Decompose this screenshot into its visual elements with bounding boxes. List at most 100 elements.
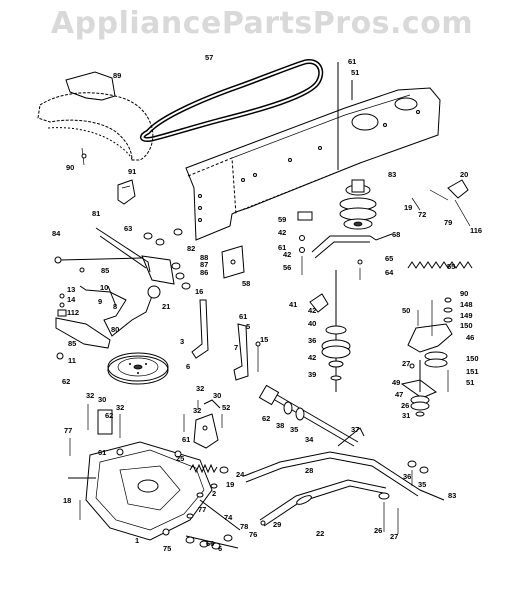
callout-c39: 39: [308, 370, 316, 379]
callout-c89: 89: [113, 71, 121, 80]
callout-c50: 50: [402, 306, 410, 315]
callout-c31: 31: [402, 411, 410, 420]
callout-c19a: 19: [404, 203, 412, 212]
callout-c116: 116: [470, 226, 482, 235]
fender-body: [37, 71, 154, 166]
callout-c1: 1: [135, 536, 139, 545]
engine-pulley-assembly: [337, 62, 377, 230]
callout-c83b: 83: [448, 491, 456, 500]
callout-c36b: 36: [403, 472, 411, 481]
callout-c76: 76: [249, 530, 257, 539]
callout-c75: 75: [163, 544, 171, 553]
callout-c25: 25: [176, 454, 184, 463]
callout-c30b: 30: [213, 391, 221, 400]
callout-c80: 80: [111, 325, 119, 334]
right-idler-assembly: [400, 297, 453, 417]
callout-c8: 8: [113, 302, 117, 311]
clutch-rod-assembly: [54, 227, 191, 290]
callout-c6b: 6: [218, 544, 222, 553]
callout-c51b: 51: [466, 378, 474, 387]
callout-c83: 83: [388, 170, 396, 179]
callout-c61d: 61: [98, 448, 106, 457]
callout-c85a: 85: [101, 266, 109, 275]
frame-channel: [185, 87, 441, 241]
callout-c11: 11: [68, 356, 76, 365]
callout-c62b: 62: [105, 411, 113, 420]
callout-c148: 148: [460, 300, 473, 309]
callout-c20a: 20: [460, 170, 468, 179]
callout-c7: 7: [234, 343, 238, 352]
callout-c90b: 90: [460, 289, 468, 298]
callout-c84: 84: [52, 229, 61, 238]
callout-c88: 88: [200, 253, 208, 262]
idler-arm-68: [297, 211, 393, 280]
rod-end-assembly: [378, 460, 429, 534]
callout-c46: 46: [466, 333, 474, 342]
callout-c32a: 32: [86, 391, 94, 400]
cross-shaft: [258, 384, 365, 447]
callout-c85b: 85: [68, 339, 76, 348]
callout-c79: 79: [444, 218, 452, 227]
callout-c26b: 26: [374, 526, 382, 535]
axle-hardware: [185, 513, 239, 550]
callout-c77b: 77: [198, 505, 206, 514]
callout-c63: 63: [124, 224, 132, 233]
callout-c90: 90: [66, 163, 74, 172]
callout-c72: 72: [418, 210, 426, 219]
callout-c49: 49: [392, 378, 400, 387]
callout-c56: 56: [283, 263, 291, 272]
callout-c42d: 42: [308, 353, 316, 362]
callout-c47: 47: [395, 390, 403, 399]
callout-c150a: 150: [460, 321, 473, 330]
spring-55: [407, 261, 473, 269]
spring-25: [189, 463, 229, 498]
drive-belt: [140, 59, 324, 142]
callout-c32b: 32: [116, 403, 124, 412]
callout-c150b: 150: [466, 354, 479, 363]
callout-c57: 57: [205, 53, 213, 62]
callout-c91: 91: [128, 167, 136, 176]
callout-c3: 3: [180, 337, 184, 346]
callout-c62a: 62: [62, 377, 70, 386]
callout-c14: 14: [67, 295, 76, 304]
transmission-unit: [68, 404, 241, 541]
callout-c21: 21: [162, 302, 170, 311]
callout-c55: 55: [447, 262, 455, 271]
callout-c40: 40: [308, 319, 316, 328]
callout-c68: 68: [392, 230, 400, 239]
watermark-text: AppliancePartsPros.com: [50, 6, 474, 41]
callout-c61e: 61: [182, 435, 190, 444]
bracket-58: [221, 245, 245, 279]
callout-c10: 10: [100, 283, 108, 292]
mid-bracket-assembly: [183, 399, 223, 449]
control-rods: [243, 451, 445, 527]
callout-c9: 9: [98, 297, 102, 306]
center-idler-assembly: [309, 270, 351, 392]
callout-c6: 6: [186, 362, 190, 371]
callout-c2: 2: [212, 489, 216, 498]
callout-c42a: 42: [278, 228, 286, 237]
callout-c42c: 42: [308, 306, 316, 315]
callout-c77a: 77: [64, 426, 72, 435]
callout-c41: 41: [289, 300, 297, 309]
callout-c52: 52: [222, 403, 230, 412]
center-brackets: [191, 299, 261, 381]
callout-c58: 58: [242, 279, 250, 288]
callout-c64: 64: [385, 268, 394, 277]
callout-c61b: 61: [278, 243, 286, 252]
callout-c36: 36: [308, 336, 316, 345]
callout-c27b: 27: [390, 532, 398, 541]
callout-c18: 18: [63, 496, 71, 505]
callout-c86: 86: [200, 268, 208, 277]
callout-c13: 13: [67, 285, 75, 294]
right-spring-bracket: [411, 179, 471, 227]
callout-c32c: 32: [196, 384, 204, 393]
callout-c87: 87: [200, 260, 208, 269]
bracket-91: [117, 179, 136, 205]
callout-c51a: 51: [351, 68, 359, 77]
transmission-pulley: [107, 352, 169, 385]
callout-c26a: 26: [401, 401, 409, 410]
callout-c62c: 62: [262, 414, 270, 423]
callout-c74: 74: [224, 513, 233, 522]
